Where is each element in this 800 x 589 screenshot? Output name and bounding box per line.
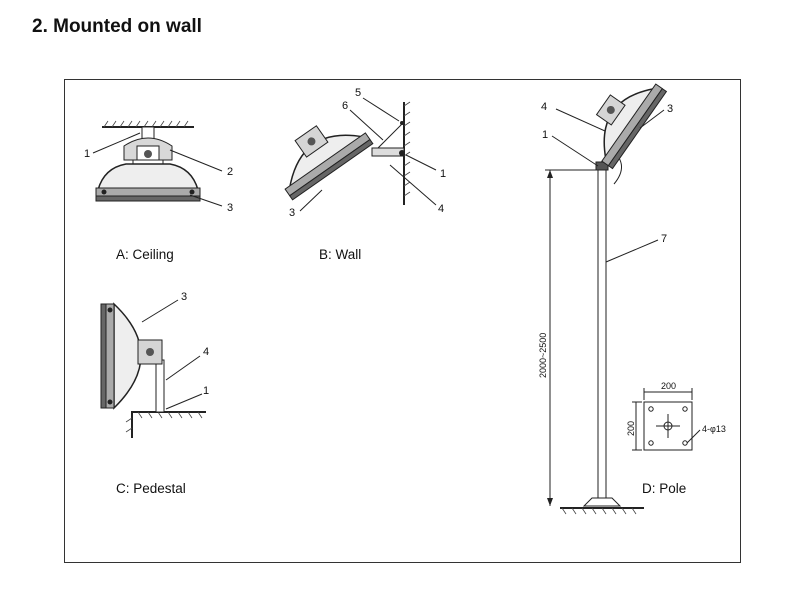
pole-height-dimension: 2000~2500 <box>538 333 548 378</box>
pole-base-plate <box>632 388 701 451</box>
base-width-label: 200 <box>661 381 676 391</box>
pedestal-mount-figure <box>100 299 206 438</box>
ceiling-callout-3: 3 <box>227 202 233 214</box>
pole-mount-figure <box>545 83 668 515</box>
hole-spec-label: 4-φ13 <box>702 424 726 434</box>
ceiling-mount-figure <box>92 120 223 207</box>
pedestal-callout-1: 1 <box>203 385 209 397</box>
wall-callout-3: 3 <box>289 207 295 219</box>
pedestal-callout-4: 4 <box>203 346 209 358</box>
wall-callout-4: 4 <box>438 203 444 215</box>
page-title: 2. Mounted on wall <box>32 16 202 37</box>
wall-callout-5: 5 <box>355 87 361 99</box>
wall-caption: B: Wall <box>319 247 361 262</box>
pole-callout-3: 3 <box>667 103 673 115</box>
wall-callout-6: 6 <box>342 100 348 112</box>
ceiling-callout-1: 1 <box>84 148 90 160</box>
pedestal-caption: C: Pedestal <box>116 481 186 496</box>
diagram-frame <box>64 79 741 563</box>
pedestal-callout-3: 3 <box>181 291 187 303</box>
pole-callout-4: 4 <box>541 101 547 113</box>
wall-callout-1: 1 <box>440 168 446 180</box>
wall-mount-figure <box>284 97 437 212</box>
pole-callout-1: 1 <box>542 129 548 141</box>
pole-caption: D: Pole <box>642 481 686 496</box>
pole-callout-7: 7 <box>661 233 667 245</box>
ceiling-caption: A: Ceiling <box>116 247 174 262</box>
base-height-label: 200 <box>626 421 636 436</box>
ceiling-callout-2: 2 <box>227 166 233 178</box>
